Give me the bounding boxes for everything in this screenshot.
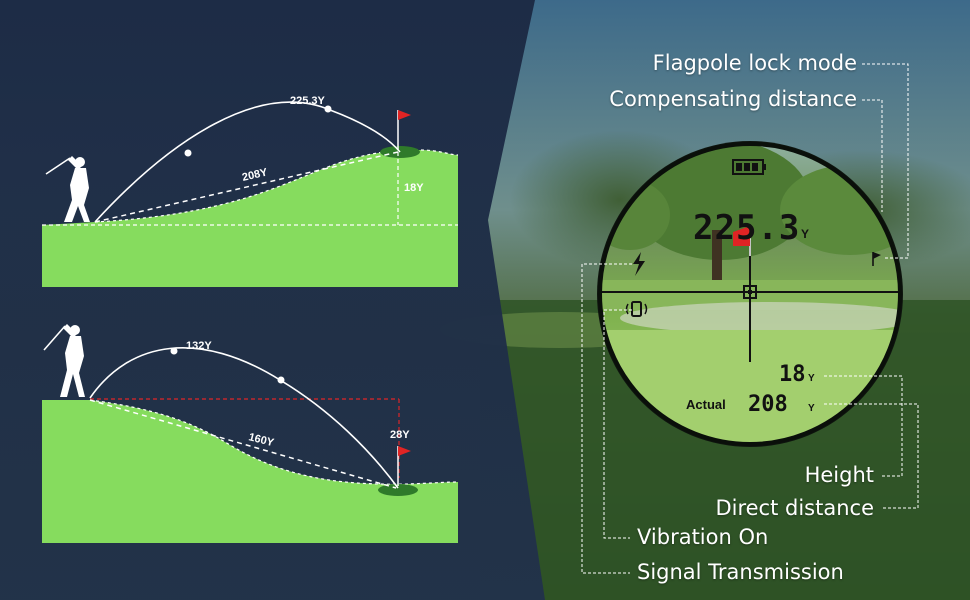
uphill-height: 18Y [404,182,424,194]
downhill-direct-line [89,399,397,489]
uphill-arc-distance: 225.3Y [290,95,326,107]
flag-icon [733,226,750,246]
leader-flagpole-lock [862,63,909,259]
uphill-direct-line [94,151,399,223]
flag-icon [398,446,411,456]
downhill-diagram: 132Y 160Y 28Y [42,324,459,543]
main-distance-unit: Y [801,227,809,241]
actual-distance-readout: 208 [748,392,788,417]
callout-signal-transmission: Signal Transmission [637,560,844,584]
scope-view: 225.3 Y 18 Y Actual 208 Y [597,141,903,447]
ball-marker [170,347,178,355]
golfer-icon [43,324,85,397]
actual-distance-unit: Y [808,403,815,414]
uphill-terrain-edge [94,149,459,223]
downhill-hole [378,484,418,496]
leader-compensating [862,99,883,212]
callout-direct-distance: Direct distance [715,496,874,520]
flag-icon [398,110,411,120]
callout-height: Height [804,463,874,487]
ball-marker [184,149,192,157]
downhill-arc-distance: 132Y [186,340,212,352]
flagpole-lock-icon [872,252,881,266]
actual-label: Actual [686,397,726,412]
reticle-center [743,285,757,299]
leader-height [824,375,903,477]
main-distance-readout: 225.3 [693,208,800,248]
uphill-diagram: 225.3Y 208Y 18Y [42,95,459,287]
height-readout: 18 [779,362,806,387]
signal-icon [633,252,645,276]
scope-tree-trunk [712,230,722,286]
uphill-terrain [42,150,458,287]
leader-vibration [603,309,632,539]
ball-marker [277,376,285,384]
battery-icon [732,159,766,175]
downhill-flight-arc [89,347,399,489]
callout-vibration-on: Vibration On [637,525,769,549]
uphill-line-distance: 208Y [241,166,269,184]
height-unit: Y [808,373,815,384]
callout-compensating-distance: Compensating distance [609,87,857,111]
downhill-height: 28Y [390,429,410,441]
callout-flagpole-lock-mode: Flagpole lock mode [652,51,857,75]
golfer-icon [45,156,90,222]
downhill-terrain-edge [89,399,459,485]
uphill-flight-arc [94,101,401,223]
downhill-terrain [42,400,458,543]
vibration-icon [625,301,648,317]
callout-leaders [581,63,919,574]
leader-direct [824,403,919,509]
leader-signal [581,263,632,574]
ball-marker [324,105,332,113]
